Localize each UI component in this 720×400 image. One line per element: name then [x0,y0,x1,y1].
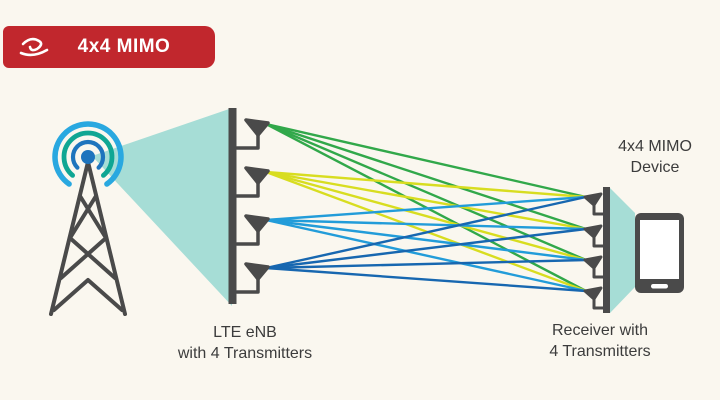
phone-home-button [651,284,668,289]
mimo-stream-lines [265,122,587,293]
smartphone [635,213,684,293]
signal-center-dot [81,150,95,164]
signal-waves [52,121,124,187]
tower-brace-upper [68,194,108,240]
signal-arc-outer [52,121,124,187]
mimo-line-stream-3-light-blue [265,195,587,222]
tower-brace-lower [59,236,117,280]
mimo-line-stream-4-dark-blue [265,266,587,293]
tower-beam [92,108,232,306]
signal-swoosh-icon [19,37,49,57]
cell-tower [49,160,127,316]
mimo-line-stream-3-light-blue [265,218,587,231]
rx-antenna-2 [583,224,606,248]
mimo-line-stream-3-light-blue [265,218,587,293]
tx-antenna-3 [235,214,270,246]
mimo-line-stream-2-yellow [265,170,587,199]
receiver-antenna-array [583,187,610,313]
title-badge: 4x4 MIMO [3,26,215,68]
mimo-line-stream-3-light-blue [265,218,587,262]
device-label: 4x4 MIMO Device [618,138,692,176]
tower-legs [49,160,127,316]
receiver-antenna-bar [603,187,610,313]
mimo-line-stream-4-dark-blue [265,195,587,270]
mimo-line-stream-1-green [265,122,587,231]
mimo-line-stream-1-green [265,122,587,262]
enb-antenna-array [228,108,270,304]
tx-antenna-4 [235,262,270,294]
rx-antenna-1 [583,192,606,216]
enb-label: LTE eNB with 4 Transmitters [177,324,313,362]
receiver-beam [610,188,635,313]
mimo-line-stream-2-yellow [265,170,587,231]
receiver-label: Receiver with 4 Transmitters [549,322,651,360]
mimo-line-stream-2-yellow [265,170,587,262]
rx-antenna-4 [583,286,606,310]
signal-arc-inner [70,139,106,170]
tx-antenna-1 [235,118,270,150]
signal-arc-middle [61,130,115,178]
rx-antenna-3 [583,255,606,279]
mimo-line-stream-4-dark-blue [265,258,587,270]
phone-screen [640,220,679,279]
mimo-line-stream-1-green [265,122,587,199]
tx-antenna-2 [235,166,270,198]
badge-title: 4x4 MIMO [77,36,171,57]
enb-antenna-bar [228,108,237,304]
mimo-line-stream-4-dark-blue [265,227,587,270]
tower-chevron [52,278,124,312]
